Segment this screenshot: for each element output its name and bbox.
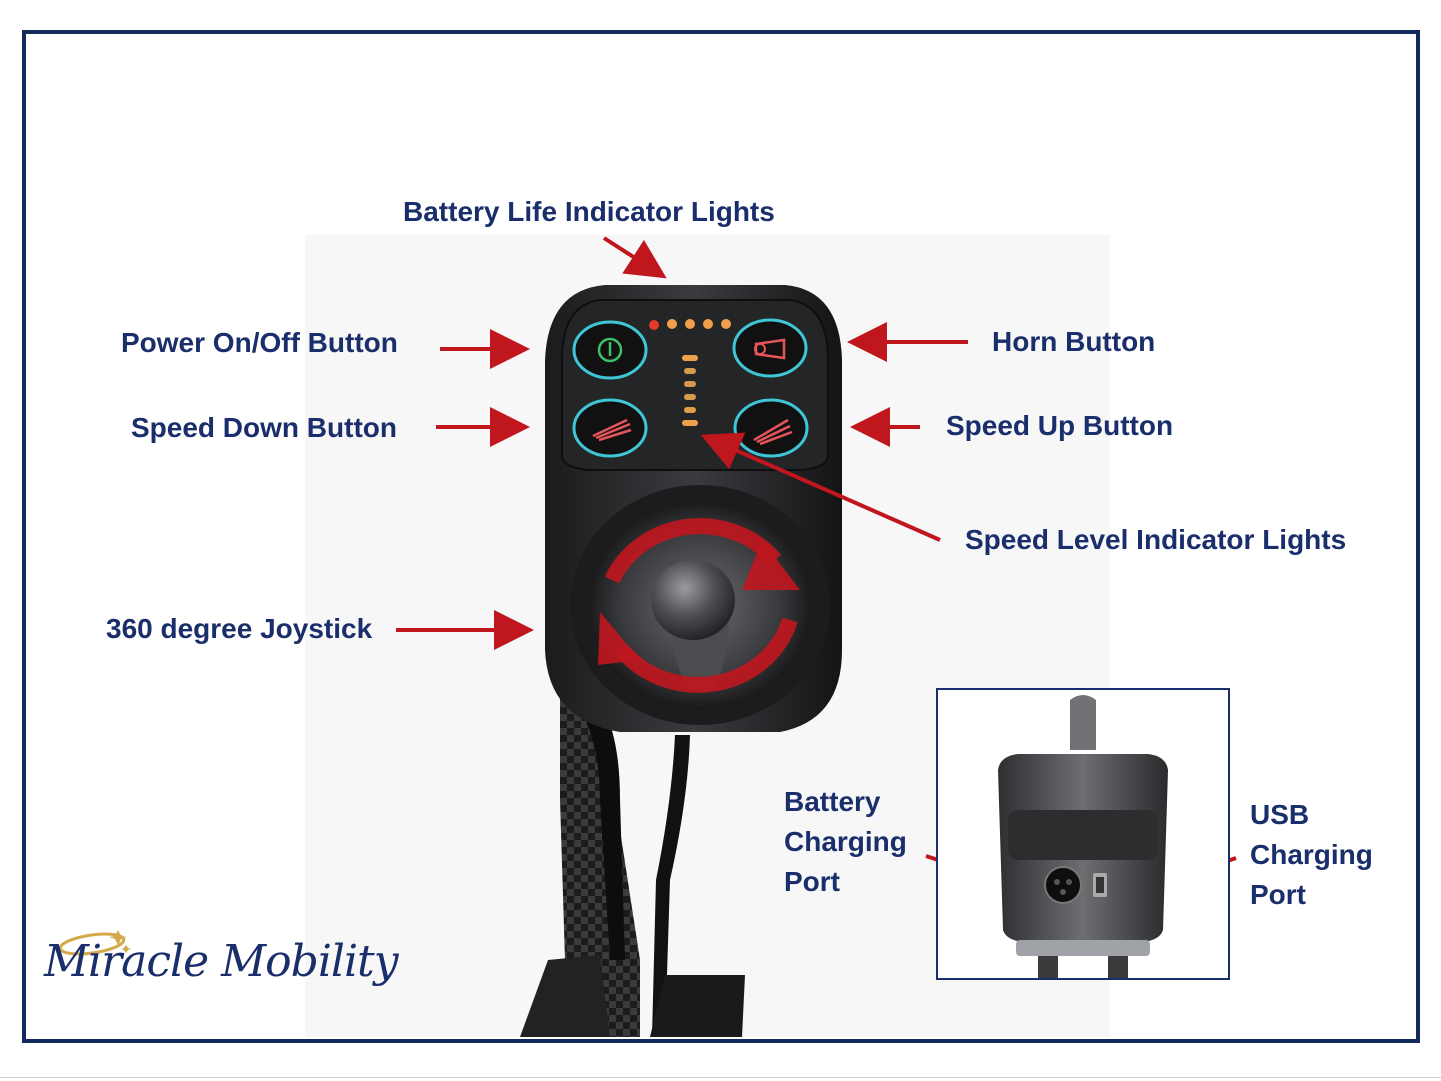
label-speed-up-button: Speed Up Button [946,412,1173,440]
label-joystick: 360 degree Joystick [106,615,372,643]
label-usb-charging-port: USB Charging Port [1250,795,1380,915]
label-battery-life: Battery Life Indicator Lights [403,198,775,226]
label-horn-button: Horn Button [992,328,1155,356]
label-power-button: Power On/Off Button [121,329,398,357]
battery-charging-port [1045,867,1081,903]
inset-device-rear [938,690,1228,978]
logo: Miracle Mobility [44,936,398,987]
page-divider [0,1077,1441,1078]
label-battery-charging-port: Battery Charging Port [784,782,914,902]
charging-ports-inset [936,688,1230,980]
label-speed-down-button: Speed Down Button [131,414,397,442]
label-speed-level: Speed Level Indicator Lights [965,526,1346,554]
